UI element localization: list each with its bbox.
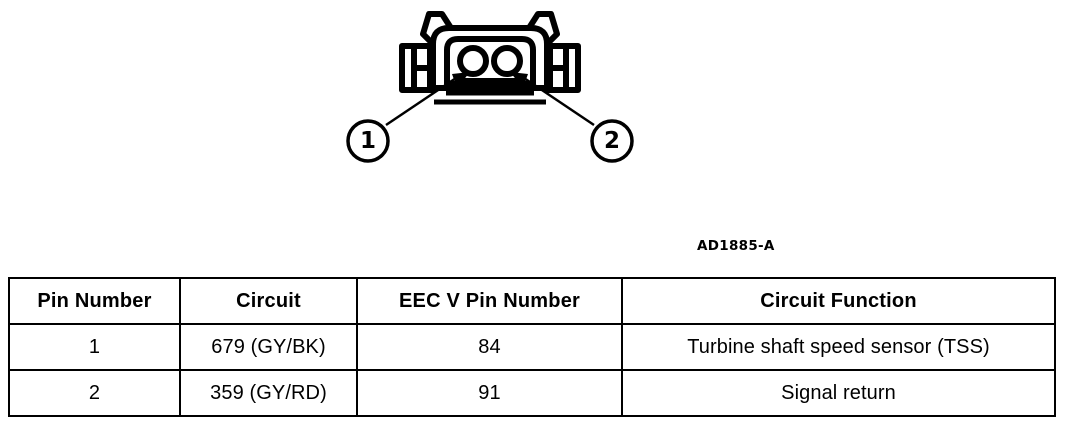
cavity-1 <box>457 45 489 77</box>
cell-circuit: 679 (GY/BK) <box>179 323 358 371</box>
table-header-row: Pin Number Circuit EEC V Pin Number Circ… <box>8 277 1056 325</box>
callout-1-label: 1 <box>360 128 376 154</box>
arrowhead-1 <box>452 72 470 88</box>
callout-2-label: 2 <box>604 128 620 154</box>
connector-illustration: 1 2 <box>330 0 670 180</box>
callout-1-circle <box>346 119 390 163</box>
column-header-circuit-function: Circuit Function <box>621 277 1056 325</box>
cell-circuit-function: Signal return <box>621 369 1056 417</box>
leader-line-2 <box>523 76 595 127</box>
column-header-circuit: Circuit <box>179 277 358 325</box>
column-header-eec-v-pin-number: EEC V Pin Number <box>356 277 623 325</box>
callout-arrowheads <box>452 72 528 88</box>
figure-reference-code: AD1885-A <box>697 238 775 254</box>
pin-table-container: Pin Number Circuit EEC V Pin Number Circ… <box>8 277 1056 417</box>
cell-eec-v-pin-number: 91 <box>356 369 623 417</box>
connector-base-ledges <box>434 78 546 105</box>
callout-1: 1 <box>346 119 390 163</box>
pin-assignment-table: Pin Number Circuit EEC V Pin Number Circ… <box>8 277 1056 417</box>
callout-2: 2 <box>590 119 634 163</box>
connector-side-locks <box>399 43 581 93</box>
callout-leader-lines <box>385 76 595 127</box>
connector-diagram-svg: 1 2 <box>346 11 634 163</box>
table-row: 1 679 (GY/BK) 84 Turbine shaft speed sen… <box>8 323 1056 371</box>
leader-line-1 <box>385 76 457 127</box>
cell-pin-number: 2 <box>8 369 181 417</box>
connector-top-tabs <box>420 11 560 47</box>
connector-cavities <box>457 45 523 77</box>
arrowhead-2 <box>510 72 528 88</box>
column-header-pin-number: Pin Number <box>8 277 181 325</box>
callout-2-circle <box>590 119 634 163</box>
cavity-2 <box>491 45 523 77</box>
cell-circuit: 359 (GY/RD) <box>179 369 358 417</box>
cell-circuit-function: Turbine shaft speed sensor (TSS) <box>621 323 1056 371</box>
cell-eec-v-pin-number: 84 <box>356 323 623 371</box>
table-row: 2 359 (GY/RD) 91 Signal return <box>8 369 1056 417</box>
cell-pin-number: 1 <box>8 323 181 371</box>
